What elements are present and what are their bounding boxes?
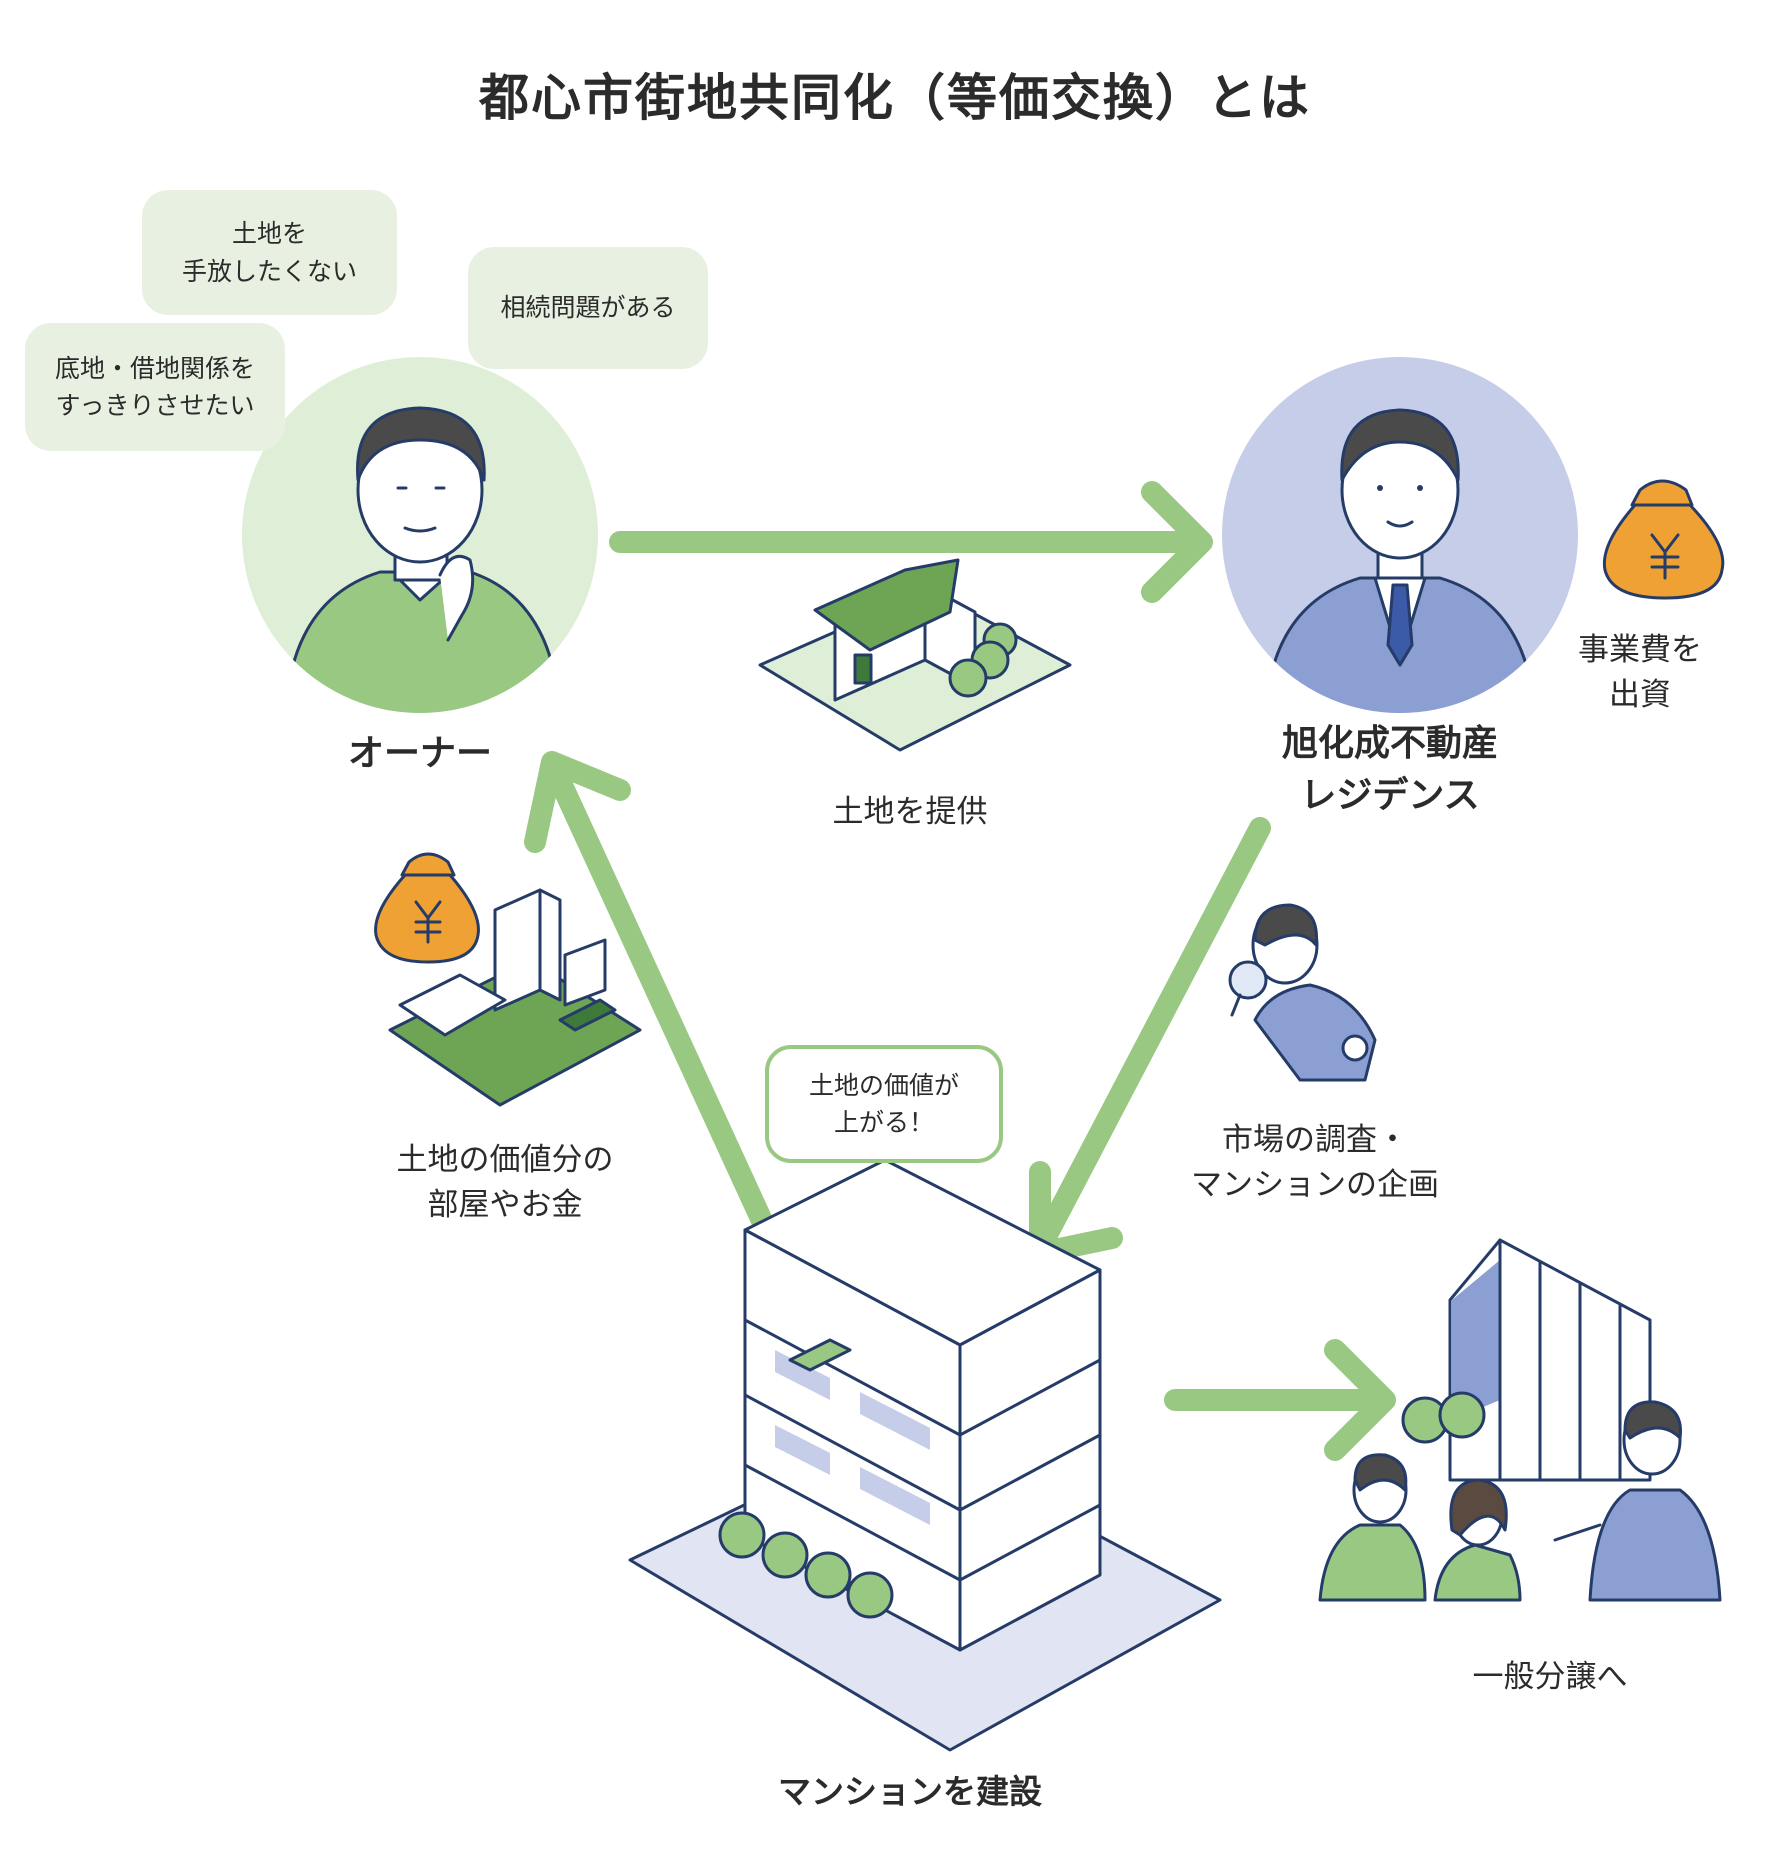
money-bag-icon bbox=[1602, 479, 1725, 600]
owner-avatar bbox=[242, 357, 598, 713]
sale-label: 一般分譲へ bbox=[1472, 1659, 1628, 1695]
investment-label: 事業費を 出資 bbox=[1578, 632, 1702, 713]
inspector-figure bbox=[1228, 903, 1377, 1082]
speech-bubble-text: 相続問題がある bbox=[500, 293, 676, 323]
owner-label: オーナー bbox=[347, 733, 492, 774]
house-land-icon bbox=[758, 558, 1072, 752]
sale-scene bbox=[1318, 1238, 1722, 1602]
value-bubble: 土地の価値が 上がる！ bbox=[765, 1045, 1003, 1163]
owner-return-label: 土地の価値分の 部屋やお金 bbox=[396, 1142, 614, 1223]
speech-bubble-text: 土地を 手放したくない bbox=[181, 219, 357, 286]
speech-bubble-inheritance: 相続問題がある bbox=[468, 247, 708, 369]
provide-land-label: 土地を提供 bbox=[832, 794, 988, 830]
page-title: 都心市街地共同化（等価交換）とは bbox=[479, 69, 1311, 127]
arrow-building-to-sale bbox=[1164, 1339, 1396, 1461]
speech-bubble-land: 土地を 手放したくない bbox=[142, 190, 397, 315]
company-avatar bbox=[1222, 357, 1578, 713]
speech-bubble-leasehold: 底地・借地関係を すっきりさせたい bbox=[25, 323, 285, 451]
speech-bubble-text: 底地・借地関係を すっきりさせたい bbox=[54, 353, 255, 421]
company-label: 旭化成不動産 レジデンス bbox=[1281, 723, 1498, 817]
research-label: 市場の調査・ マンションの企画 bbox=[1191, 1122, 1439, 1203]
room-icon bbox=[388, 888, 642, 1107]
apartment-building bbox=[628, 1158, 1222, 1752]
arrow-owner-to-company bbox=[609, 481, 1213, 603]
money-bag-icon bbox=[374, 852, 480, 964]
value-bubble-text: 土地の価値が 上がる！ bbox=[808, 1070, 959, 1138]
arrow-building-to-owner bbox=[524, 751, 791, 1271]
build-label: マンションを建設 bbox=[778, 1772, 1042, 1811]
